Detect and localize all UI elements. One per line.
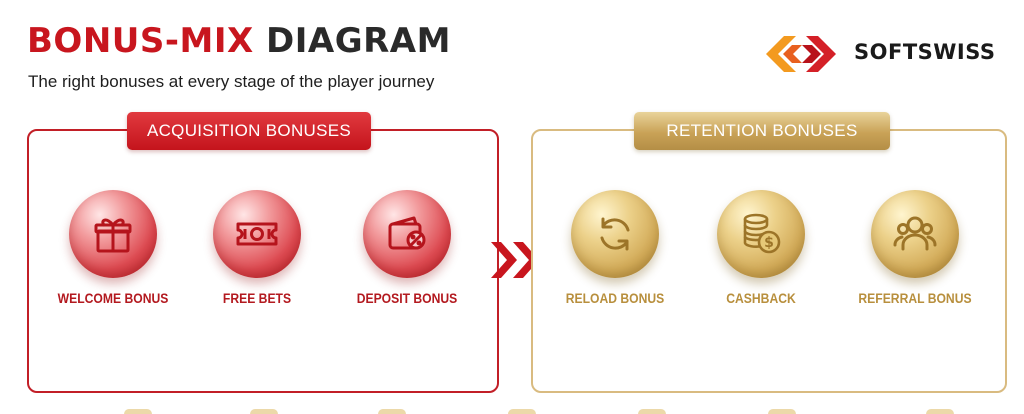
cashback-item: $ CASHBACK bbox=[686, 190, 836, 320]
gift-icon bbox=[69, 190, 157, 278]
logo-text: SOFTSWISS bbox=[854, 40, 996, 64]
decor-dot bbox=[508, 409, 536, 414]
decor-dot bbox=[768, 409, 796, 414]
coins-dollar-icon: $ bbox=[717, 190, 805, 278]
decor-dot bbox=[124, 409, 152, 414]
referral-bonus-item: REFERRAL BONUS bbox=[840, 190, 990, 320]
cashback-label: CASHBACK bbox=[726, 291, 796, 306]
deposit-bonus-label: DEPOSIT BONUS bbox=[356, 291, 458, 306]
decor-dot bbox=[378, 409, 406, 414]
refresh-icon bbox=[571, 190, 659, 278]
reload-bonus-label: RELOAD BONUS bbox=[565, 291, 665, 306]
page-title: BONUS-MIX DIAGRAM bbox=[27, 24, 451, 58]
decor-dot bbox=[250, 409, 278, 414]
deposit-bonus-item: DEPOSIT BONUS bbox=[332, 190, 482, 320]
softswiss-logo-icon bbox=[766, 36, 836, 72]
welcome-bonus-label: WELCOME BONUS bbox=[57, 291, 169, 306]
acquisition-bonuses-header: ACQUISITION BONUSES bbox=[127, 112, 371, 150]
welcome-bonus-item: WELCOME BONUS bbox=[38, 190, 188, 320]
free-bets-item: FREE BETS bbox=[182, 190, 332, 320]
ticket-icon bbox=[213, 190, 301, 278]
reload-bonus-item: RELOAD BONUS bbox=[540, 190, 690, 320]
decor-dot bbox=[926, 409, 954, 414]
wallet-percent-icon bbox=[363, 190, 451, 278]
softswiss-logo: SOFTSWISS bbox=[762, 30, 1012, 78]
title-rest: DIAGRAM bbox=[266, 21, 451, 61]
svg-text:$: $ bbox=[764, 235, 774, 251]
free-bets-label: FREE BETS bbox=[222, 291, 292, 306]
decor-dot bbox=[638, 409, 666, 414]
page-subtitle: The right bonuses at every stage of the … bbox=[28, 72, 435, 91]
referral-bonus-label: REFERRAL BONUS bbox=[858, 291, 972, 306]
users-icon bbox=[871, 190, 959, 278]
title-highlight: BONUS-MIX bbox=[27, 21, 254, 61]
bottom-decoration bbox=[0, 407, 1024, 414]
retention-bonuses-header: RETENTION BONUSES bbox=[634, 112, 890, 150]
